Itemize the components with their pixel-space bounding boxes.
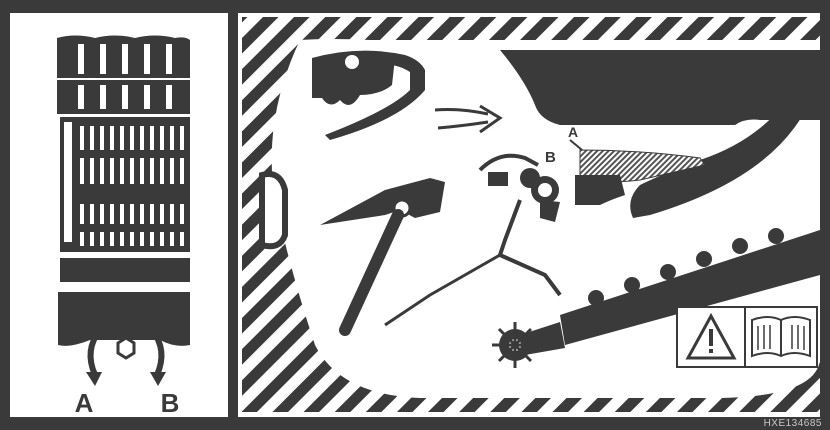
sprocket-housing [312,50,425,140]
adjuster-nut-icon [86,328,166,386]
left-label-b: B [161,388,180,418]
side-opening [259,171,288,250]
upper-rollers [57,35,190,114]
sieve-grate [60,117,190,252]
auger-conveyor [492,228,820,368]
adjuster-linkage [384,153,625,327]
curved-housing [630,70,820,218]
panel-divider [228,13,238,417]
warning-triangle-icon [685,312,737,360]
lower-bar [60,258,190,282]
operator-manual-book-icon [751,316,811,358]
left-panel: A B [57,35,190,418]
decal-part-number: HXE134685 [763,418,822,429]
right-panel: A B [242,17,820,412]
left-label-a: A [75,388,94,418]
right-label-b: B [545,149,556,166]
flow-arrow-icon [434,104,503,134]
right-label-a: A [568,124,578,140]
lever-handle [320,178,445,336]
danger-zone-hatching [242,17,820,412]
grain-hopper [500,50,820,125]
safety-icons-box [676,306,818,368]
